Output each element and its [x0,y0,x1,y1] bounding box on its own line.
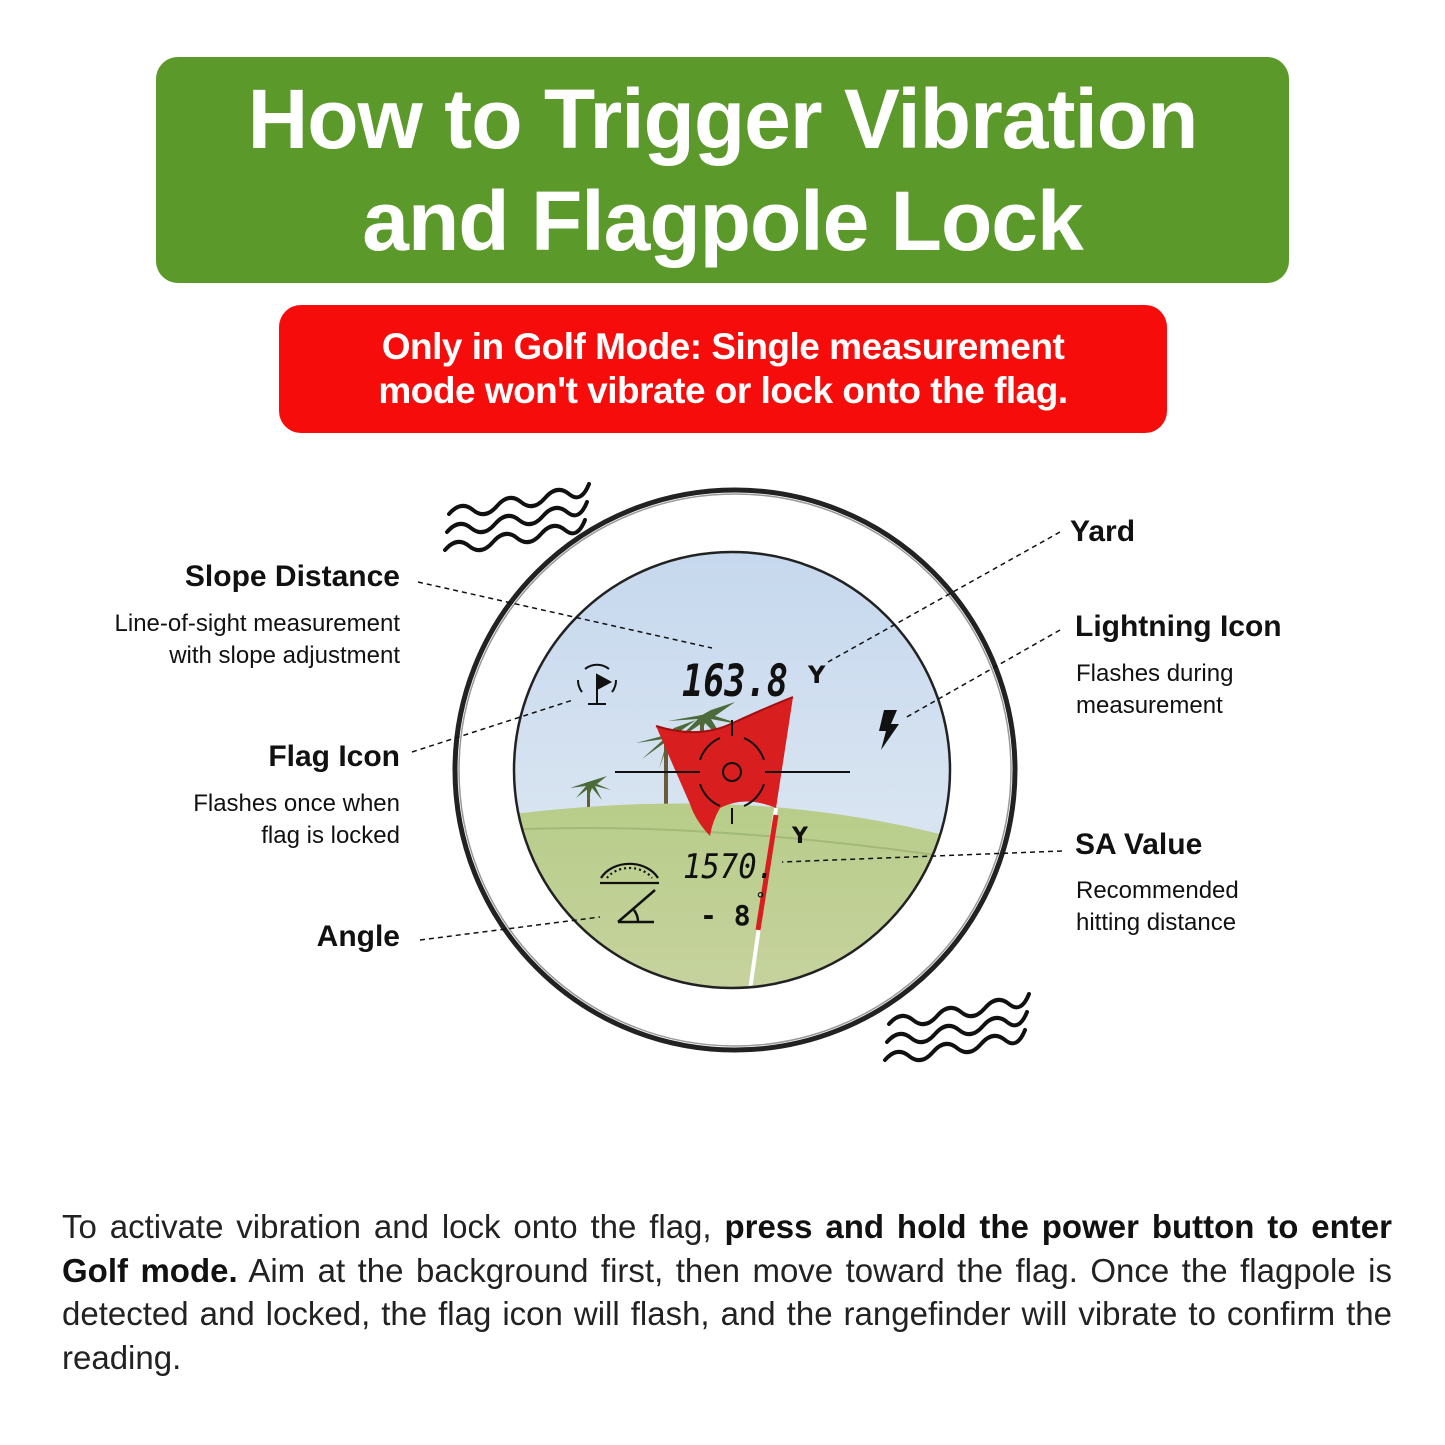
angle-readout: - 8 [700,899,751,932]
instructions-bold: press and hold the power button to enter… [62,1208,1392,1289]
yard-unit: Y [807,661,826,689]
crosshair-icon [615,720,850,824]
instructions-part-1: To activate vibration and lock onto the … [62,1208,725,1245]
note-line-1: Only in Golf Mode: Single measurement [381,326,1065,367]
lightning-icon-desc-2: measurement [1076,692,1223,719]
title-banner: How to Trigger Vibration and Flagpole Lo… [156,57,1289,283]
lightning-icon-desc-1: Flashes during [1076,660,1234,687]
angle-label: Angle [316,920,400,953]
yard-label: Yard [1070,515,1136,548]
rangefinder-diagram: 163.8 Y 1570. Y - 8 ° Slope Distance Lin… [0,470,1445,1110]
sa-value-readout: 1570. [683,847,775,887]
vibration-wave-icon [443,482,591,553]
instructions-part-2: Aim at the background first, then move t… [62,1251,1392,1376]
sa-unit: Y [791,824,809,849]
callout-leaders [411,531,1063,941]
flag-lock-icon [576,663,618,705]
lightning-icon [879,710,899,750]
degree-mark: ° [756,889,765,910]
sa-value-desc-2: hitting distance [1076,909,1237,936]
sa-value-label: SA Value [1075,828,1203,861]
note-line-2: mode won't vibrate or lock onto the flag… [378,370,1068,411]
sa-value-desc-1: Recommended [1076,877,1239,904]
flag-icon-label: Flag Icon [268,740,400,773]
slope-distance-desc-1: Line-of-sight measurement [114,610,400,637]
slope-distance-readout: 163.8 [682,656,788,707]
slope-arc-icon [600,862,659,885]
instructions-paragraph: To activate vibration and lock onto the … [62,1205,1392,1379]
flag-icon-desc-2: flag is locked [261,822,400,849]
title-line-2: and Flagpole Lock [362,174,1083,268]
lightning-icon-label: Lightning Icon [1075,610,1282,643]
vibration-wave-icon [883,992,1031,1063]
slope-distance-desc-2: with slope adjustment [169,642,400,669]
slope-distance-label: Slope Distance [184,560,400,593]
flag-icon-desc-1: Flashes once when [193,790,400,817]
angle-icon [617,889,656,924]
title-line-1: How to Trigger Vibration [247,72,1199,166]
viewfinder-graphic: 163.8 Y 1570. Y - 8 ° [411,482,1063,1063]
golf-mode-note: Only in Golf Mode: Single measurement mo… [279,305,1167,433]
